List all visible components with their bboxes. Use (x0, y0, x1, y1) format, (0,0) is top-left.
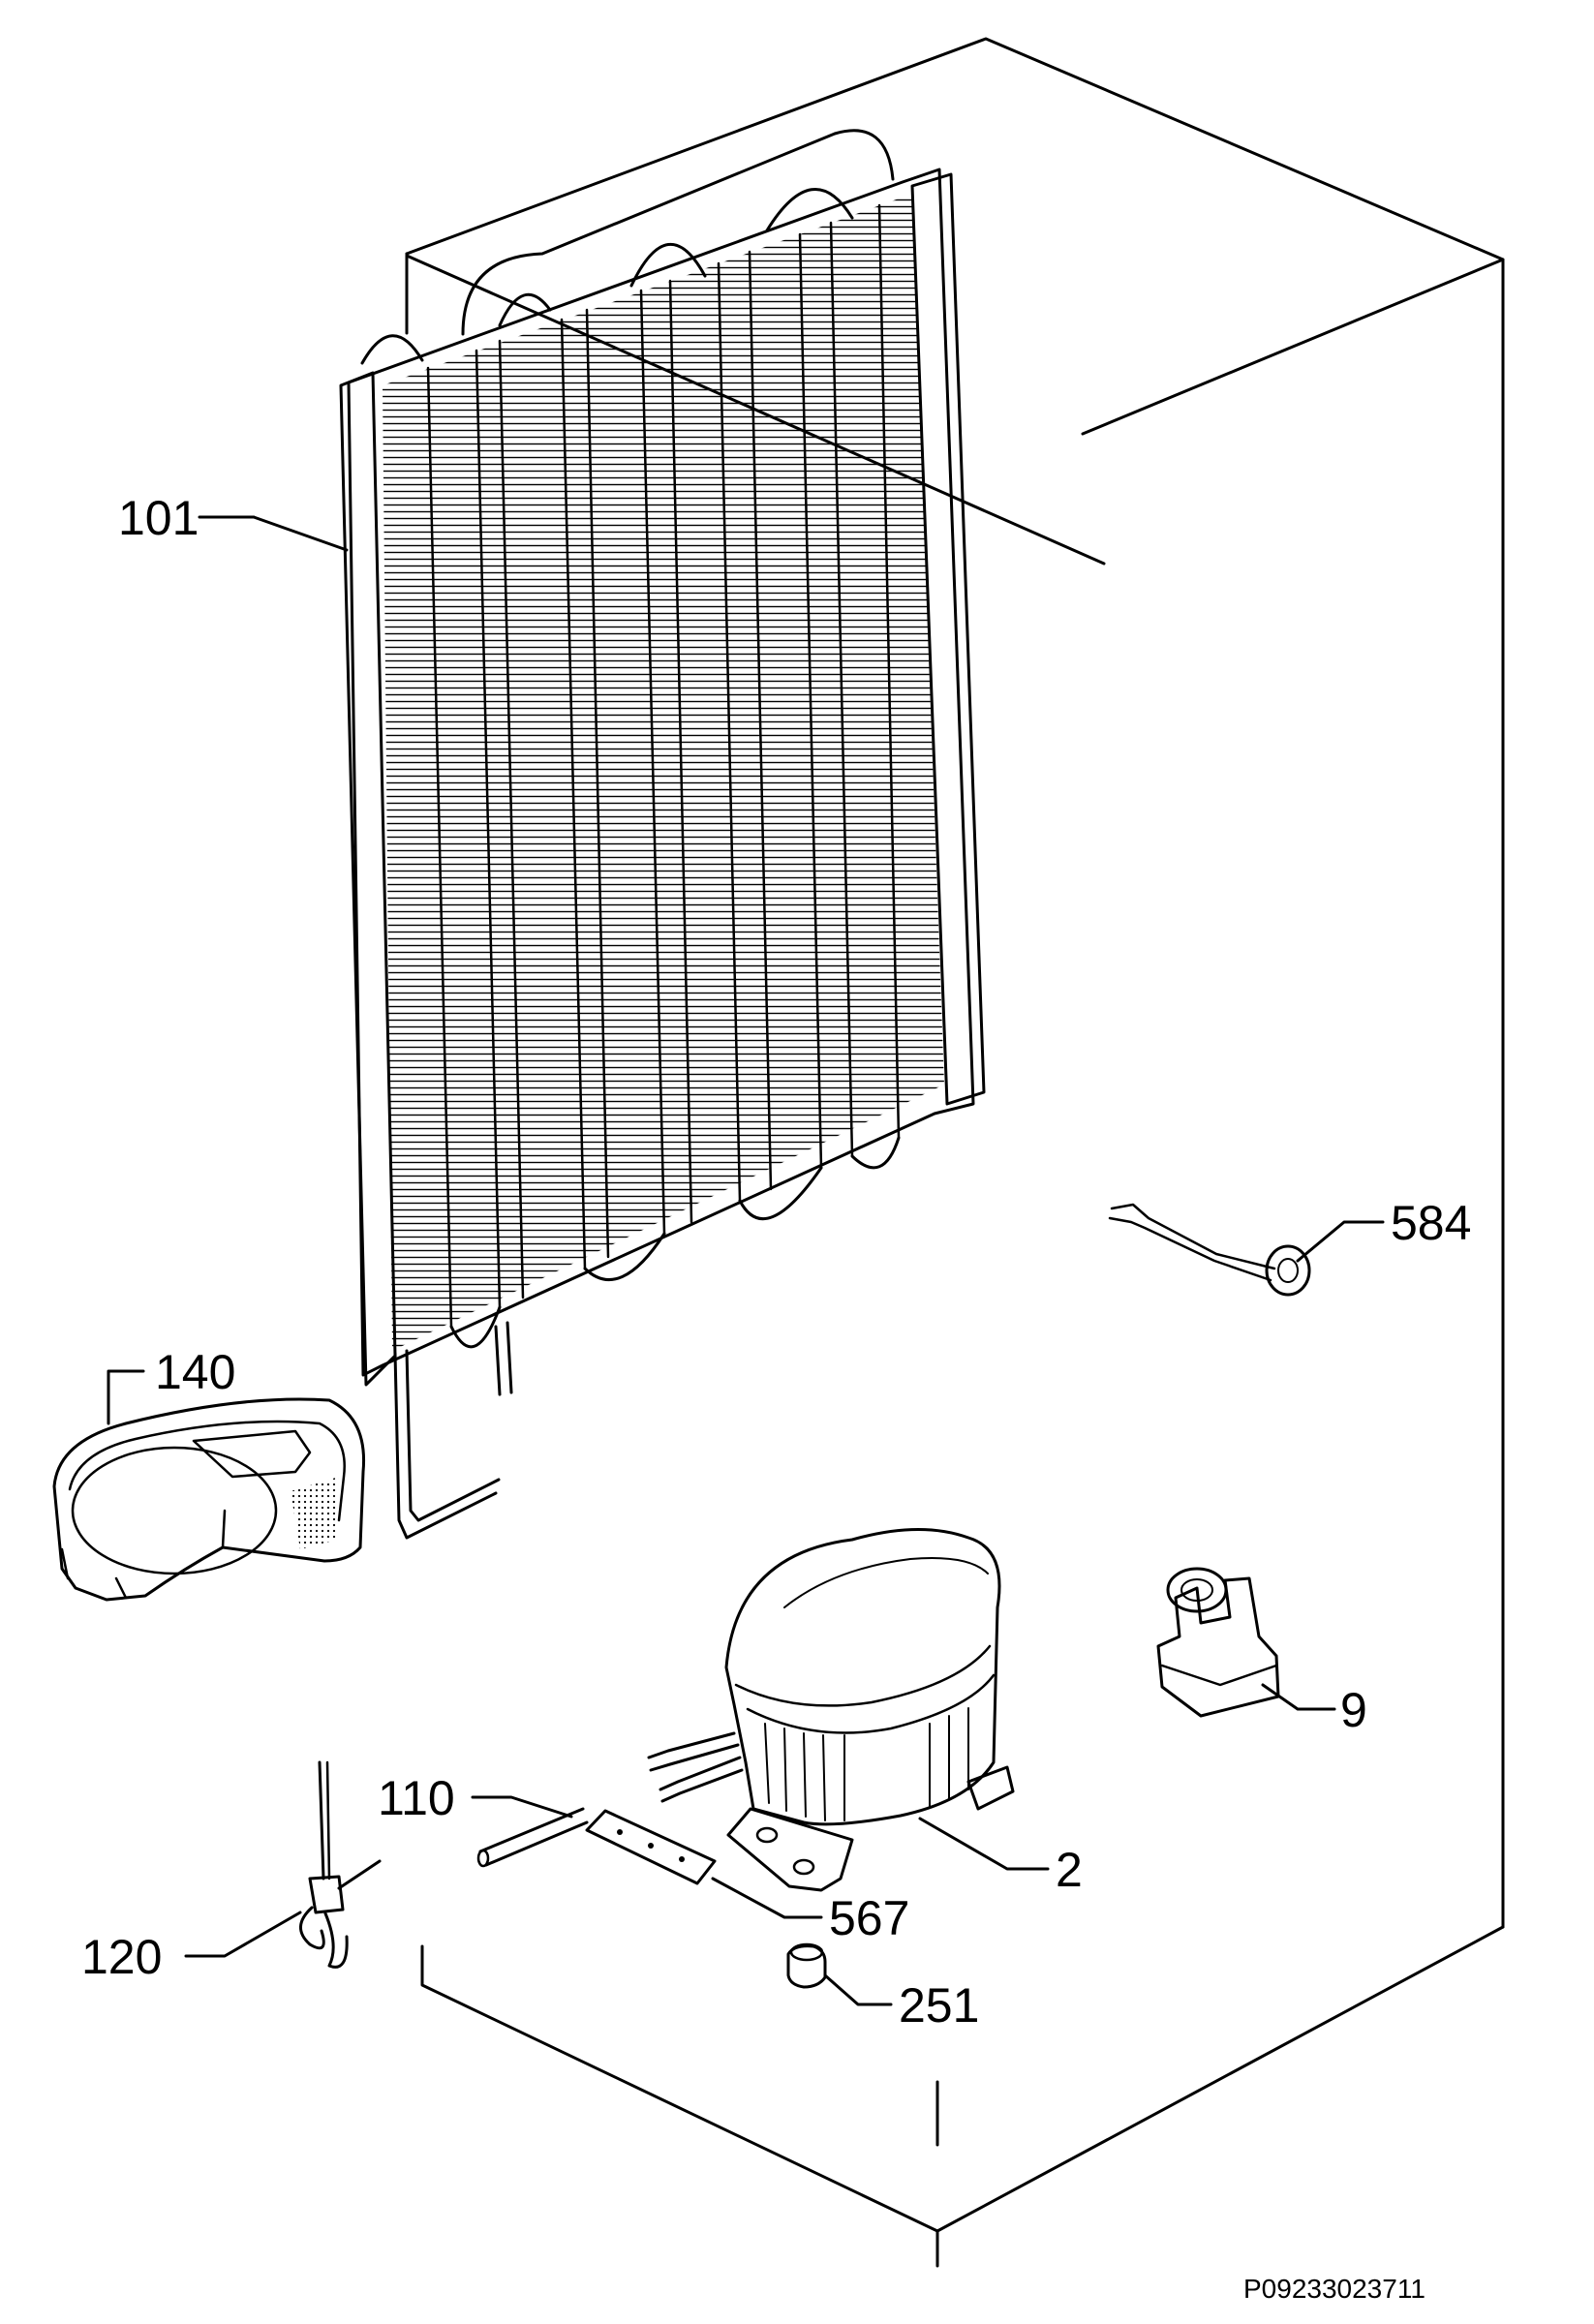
condenser-101 (339, 129, 986, 1540)
part-584 (1108, 1203, 1311, 1297)
callout-140: 140 (155, 1345, 236, 1399)
drip-tray-140 (52, 1397, 366, 1602)
callout-584: 584 (1391, 1196, 1472, 1250)
callout-101: 101 (118, 491, 199, 545)
callout-9: 9 (1340, 1683, 1367, 1737)
drawing-code: P09233023711 (1243, 2274, 1425, 2304)
condenser-tubes (426, 203, 901, 1329)
part-9 (1156, 1567, 1280, 1718)
part-567 (585, 1809, 717, 1885)
callout-110: 110 (378, 1771, 455, 1825)
callout-567: 567 (829, 1891, 910, 1945)
compressor-ribs (764, 1707, 969, 1821)
part-251 (786, 1942, 827, 1989)
callout-120: 120 (81, 1930, 163, 1984)
callout-2: 2 (1056, 1843, 1083, 1897)
part-120 (299, 1760, 382, 1969)
compressor-2 (647, 1528, 1015, 1892)
callout-251: 251 (899, 1978, 980, 2033)
leader-lines (107, 515, 1385, 2006)
